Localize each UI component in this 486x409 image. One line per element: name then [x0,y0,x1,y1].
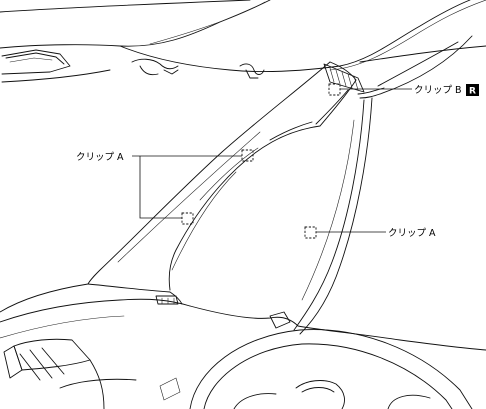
sun-visor [1,49,111,83]
clip-a-left-leader [132,155,242,219]
clip-a-left-label: クリップ A [76,152,124,163]
clip-a-right-locator [304,226,317,239]
visor-hinge [131,58,265,79]
dashboard-vent [3,338,181,409]
clip-a-upper-locator [241,149,254,162]
pillar-upper-vent [323,63,385,99]
clip-b-label: クリップ B [414,85,462,96]
a-pillar-trim [87,61,357,305]
clip-b-locator [328,83,341,96]
right-side-badge: R [466,84,479,97]
steering-wheel [189,329,473,409]
dashboard [0,283,486,351]
roof-headliner [0,0,486,73]
right-side-badge-text: R [469,87,476,97]
clip-a-right-label: クリップ A [388,228,436,239]
clip-a-lower-locator [181,212,194,225]
door-frame [293,35,473,335]
